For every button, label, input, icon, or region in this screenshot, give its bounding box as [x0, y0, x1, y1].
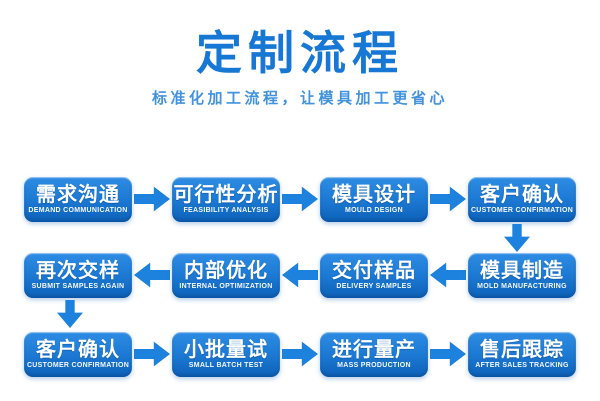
step-submit-samples-again: 再次交样 SUBMIT SAMPLES AGAIN	[24, 253, 132, 298]
step-subtitle: MOLD MANUFACTURING	[477, 283, 567, 290]
arrow-right-icon	[282, 341, 318, 367]
step-demand-communication: 需求沟通 DEMAND COMMUNICATION	[24, 177, 132, 222]
step-mass-production: 进行量产 MASS PRODUCTION	[320, 332, 428, 377]
step-title: 客户确认	[480, 184, 564, 206]
step-subtitle: CUSTOMER CONFIRMATION	[470, 207, 574, 214]
step-subtitle: AFTER SALES TRACKING	[475, 362, 569, 369]
step-subtitle: MOULD DESIGN	[344, 207, 404, 214]
step-after-sales-tracking: 售后跟踪 AFTER SALES TRACKING	[468, 332, 576, 377]
step-mold-manufacturing: 模具制造 MOLD MANUFACTURING	[468, 253, 576, 298]
step-title: 客户确认	[36, 339, 120, 361]
step-subtitle: DEMAND COMMUNICATION	[28, 207, 128, 214]
arrow-down-icon	[57, 300, 83, 328]
arrow-left-icon	[430, 262, 466, 288]
arrow-right-icon	[282, 186, 318, 212]
step-subtitle: SUBMIT SAMPLES AGAIN	[31, 283, 125, 290]
step-title: 交付样品	[332, 260, 416, 282]
arrow-left-icon	[134, 262, 170, 288]
step-subtitle: FEASIBILITY ANALYSIS	[183, 207, 269, 214]
step-internal-optimization: 内部优化 INTERNAL OPTIMIZATION	[172, 253, 280, 298]
arrow-right-icon	[430, 341, 466, 367]
arrow-left-icon	[282, 262, 318, 288]
step-title: 售后跟踪	[480, 339, 564, 361]
step-subtitle: INTERNAL OPTIMIZATION	[179, 283, 273, 290]
step-title: 内部优化	[184, 260, 268, 282]
step-title: 需求沟通	[36, 184, 120, 206]
step-customer-confirmation-2: 客户确认 CUSTOMER CONFIRMATION	[24, 332, 132, 377]
step-title: 模具设计	[332, 184, 416, 206]
arrow-right-icon	[134, 186, 170, 212]
step-small-batch-test: 小批量试 SMALL BATCH TEST	[172, 332, 280, 377]
arrow-right-icon	[430, 186, 466, 212]
page-title: 定制流程	[196, 27, 404, 79]
step-subtitle: SMALL BATCH TEST	[188, 362, 264, 369]
arrow-right-icon	[134, 341, 170, 367]
step-feasibility-analysis: 可行性分析 FEASIBILITY ANALYSIS	[172, 177, 280, 222]
step-mould-design: 模具设计 MOULD DESIGN	[320, 177, 428, 222]
step-delivery-samples: 交付样品 DELIVERY SAMPLES	[320, 253, 428, 298]
step-title: 模具制造	[480, 260, 564, 282]
step-title: 小批量试	[184, 339, 268, 361]
step-title: 进行量产	[332, 339, 416, 361]
page-subtitle: 标准化加工流程，让模具加工更省心	[151, 90, 448, 107]
step-subtitle: CUSTOMER CONFIRMATION	[26, 362, 130, 369]
step-subtitle: DELIVERY SAMPLES	[336, 283, 412, 290]
step-title: 可行性分析	[173, 184, 279, 206]
step-customer-confirmation-1: 客户确认 CUSTOMER CONFIRMATION	[468, 177, 576, 222]
step-title: 再次交样	[36, 260, 120, 282]
step-subtitle: MASS PRODUCTION	[337, 362, 411, 369]
arrow-down-icon	[504, 224, 530, 252]
